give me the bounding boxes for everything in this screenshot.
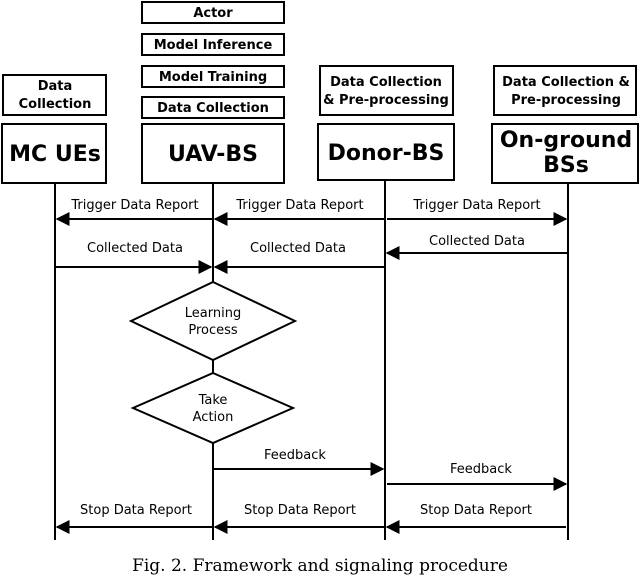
- label-stop-3: Stop Data Report: [420, 503, 532, 518]
- role-box-donor-preprocessing: Data Collection& Pre-processing: [319, 65, 454, 116]
- label-stop-2: Stop Data Report: [244, 503, 356, 518]
- svg-text:Model Inference: Model Inference: [154, 38, 273, 53]
- role-box-uav-data-collection: Data Collection: [141, 96, 285, 119]
- label-collected-3: Collected Data: [429, 234, 525, 249]
- entity-box-mc-ues: MC UEs: [1, 123, 107, 184]
- label-feedback-2: Feedback: [450, 462, 512, 477]
- role-box-model-training: Model Training: [141, 65, 285, 88]
- svg-text:Donor-BS: Donor-BS: [328, 141, 445, 166]
- svg-text:MC UEs: MC UEs: [9, 142, 101, 167]
- role-box-model-inference: Model Inference: [141, 33, 285, 56]
- svg-text:UAV-BS: UAV-BS: [168, 142, 258, 167]
- figure-caption: Fig. 2. Framework and signaling procedur…: [132, 556, 508, 576]
- role-box-actor: Actor: [141, 1, 285, 24]
- label-collected-1: Collected Data: [87, 241, 183, 256]
- label-trigger-3: Trigger Data Report: [412, 198, 540, 213]
- role-box-onground-preprocessing: Data Collection &Pre-processing: [493, 65, 637, 116]
- svg-text:Model Training: Model Training: [159, 70, 267, 85]
- role-label: Data Collection& Pre-processing: [323, 75, 449, 108]
- label-trigger-1: Trigger Data Report: [70, 198, 198, 213]
- svg-text:Actor: Actor: [193, 6, 233, 21]
- entity-box-donor-bs: Donor-BS: [317, 123, 455, 181]
- label-feedback-1: Feedback: [264, 448, 326, 463]
- label-trigger-2: Trigger Data Report: [235, 198, 363, 213]
- svg-text:Data Collection: Data Collection: [157, 101, 269, 116]
- entity-box-uav-bs: UAV-BS: [141, 123, 285, 184]
- label-stop-1: Stop Data Report: [80, 503, 192, 518]
- role-label: Data Collection &Pre-processing: [502, 75, 630, 108]
- label-collected-2: Collected Data: [250, 241, 346, 256]
